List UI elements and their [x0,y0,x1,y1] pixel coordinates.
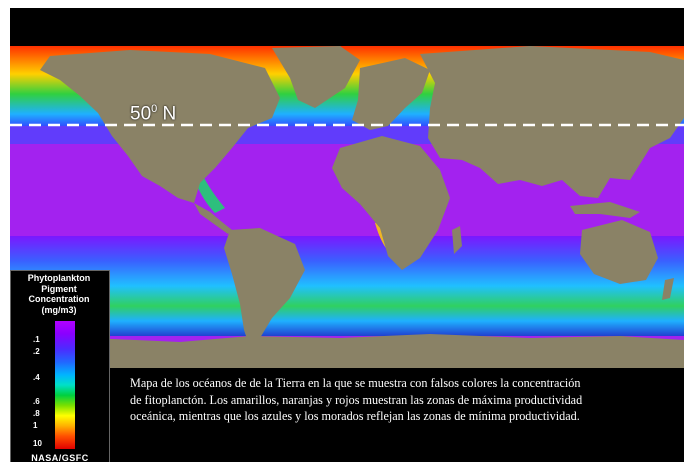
legend-tick: 1 [33,421,38,430]
caption-line: oceánica, mientras que los azules y los … [130,409,580,423]
caption-line: Mapa de los océanos de de la Tierra en l… [130,376,581,390]
land-australia [580,220,658,284]
legend-title: Phytoplankton Pigment Concentration (mg/… [27,273,91,315]
ocean-productivity-map [10,46,684,368]
land-greenland [272,46,360,108]
parallel-50n-label: 500 N [130,103,177,125]
map-frame: 500 N Phytoplankton Pigment Concentratio… [10,8,684,462]
legend-color-bar [55,321,75,449]
legend-credit: NASA/GSFC [31,453,89,462]
land-central-america [194,203,232,234]
legend-tick: .1 [33,335,40,344]
ocean-southern-band [10,236,684,336]
caption-line: de fitoplanctón. Los amarillos, naranjas… [130,392,583,407]
land-antarctica [10,334,684,368]
land-north-america [40,50,280,203]
land-africa [332,136,450,270]
land-europe [352,58,430,130]
land-asia [420,46,684,198]
land-new-zealand [662,278,674,300]
legend-tick: .2 [33,347,40,356]
legend-tick: 10 [33,439,42,448]
legend-tick: .8 [33,409,40,418]
legend-tick: .4 [33,373,40,382]
concentration-legend: Phytoplankton Pigment Concentration (mg/… [10,270,110,462]
land-south-america [224,228,305,348]
legend-tick: .6 [33,397,40,406]
land-madagascar [452,226,462,254]
land-indonesia [570,202,640,218]
land-japan [622,126,634,158]
map-caption: Mapa de los océanos de de la Tierra en l… [130,375,680,425]
